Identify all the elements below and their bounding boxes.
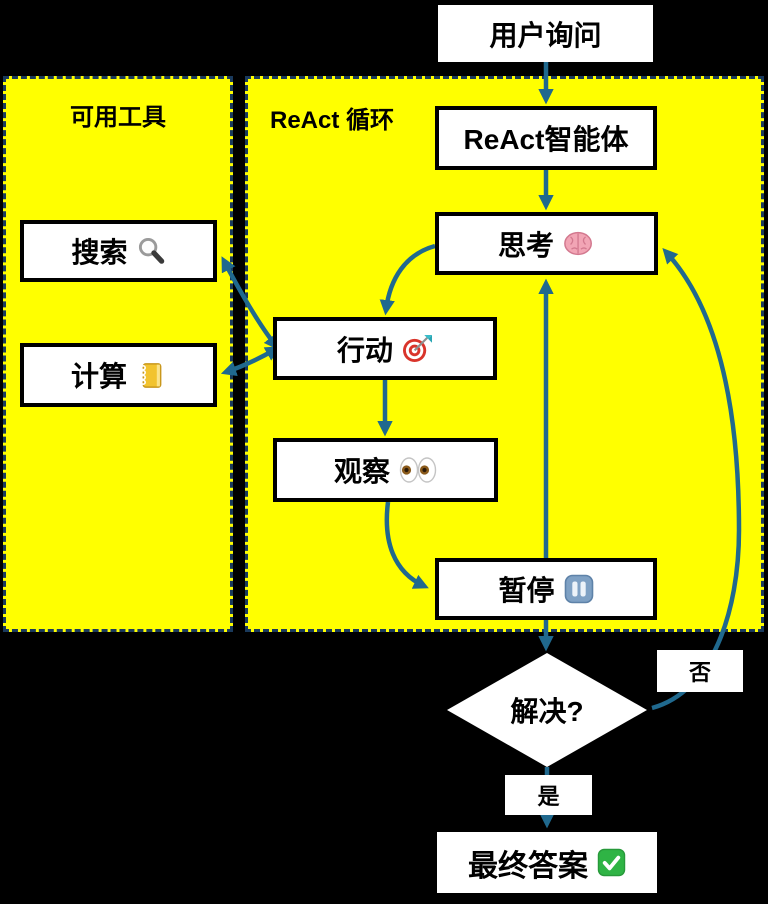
eyes-icon — [399, 457, 437, 483]
brain-icon — [563, 230, 595, 257]
yes-text: 是 — [537, 784, 560, 809]
yes-branch-label: 是 — [505, 775, 592, 815]
observe-node: 观察 — [273, 438, 498, 502]
react-agent-label: ReAct智能体 — [463, 124, 629, 155]
react-loop-panel-title: ReAct 循环 — [270, 107, 395, 134]
edge-think-to-act — [379, 243, 436, 316]
act-label: 行动 — [336, 334, 393, 366]
pause-label: 暂停 — [498, 575, 555, 606]
user-query-label: 用户询问 — [489, 19, 602, 51]
solved-label: 解决? — [510, 696, 584, 727]
solved-decision-node: 解决? — [447, 653, 647, 767]
check-icon — [597, 848, 626, 877]
react-agent-node: ReAct智能体 — [435, 106, 657, 170]
no-branch-label: 否 — [657, 650, 743, 692]
edge-observe-to-pause — [384, 501, 429, 589]
user-query-node: 用户询问 — [438, 5, 653, 62]
pause-icon — [564, 574, 594, 604]
pause-node: 暂停 — [435, 558, 657, 620]
calculate-label: 计算 — [70, 361, 127, 392]
think-label: 思考 — [497, 229, 554, 261]
final-answer-label: 最终答案 — [468, 849, 588, 883]
search-label: 搜索 — [71, 237, 128, 268]
edge-act-to-calculate — [220, 346, 281, 377]
edge-act-to-search — [221, 256, 280, 351]
no-text: 否 — [688, 660, 711, 685]
target-icon — [402, 334, 433, 363]
observe-label: 观察 — [333, 456, 390, 487]
magnifier-icon — [137, 237, 166, 266]
calculate-tool-node: 计算 — [20, 343, 217, 407]
final-answer-node: 最终答案 — [437, 832, 657, 893]
ledger-icon — [136, 361, 166, 390]
think-node: 思考 — [435, 212, 658, 275]
search-tool-node: 搜索 — [20, 220, 217, 282]
tools-panel-title: 可用工具 — [70, 104, 166, 131]
act-node: 行动 — [273, 317, 497, 380]
edge-solved-no-to-think — [651, 248, 742, 711]
